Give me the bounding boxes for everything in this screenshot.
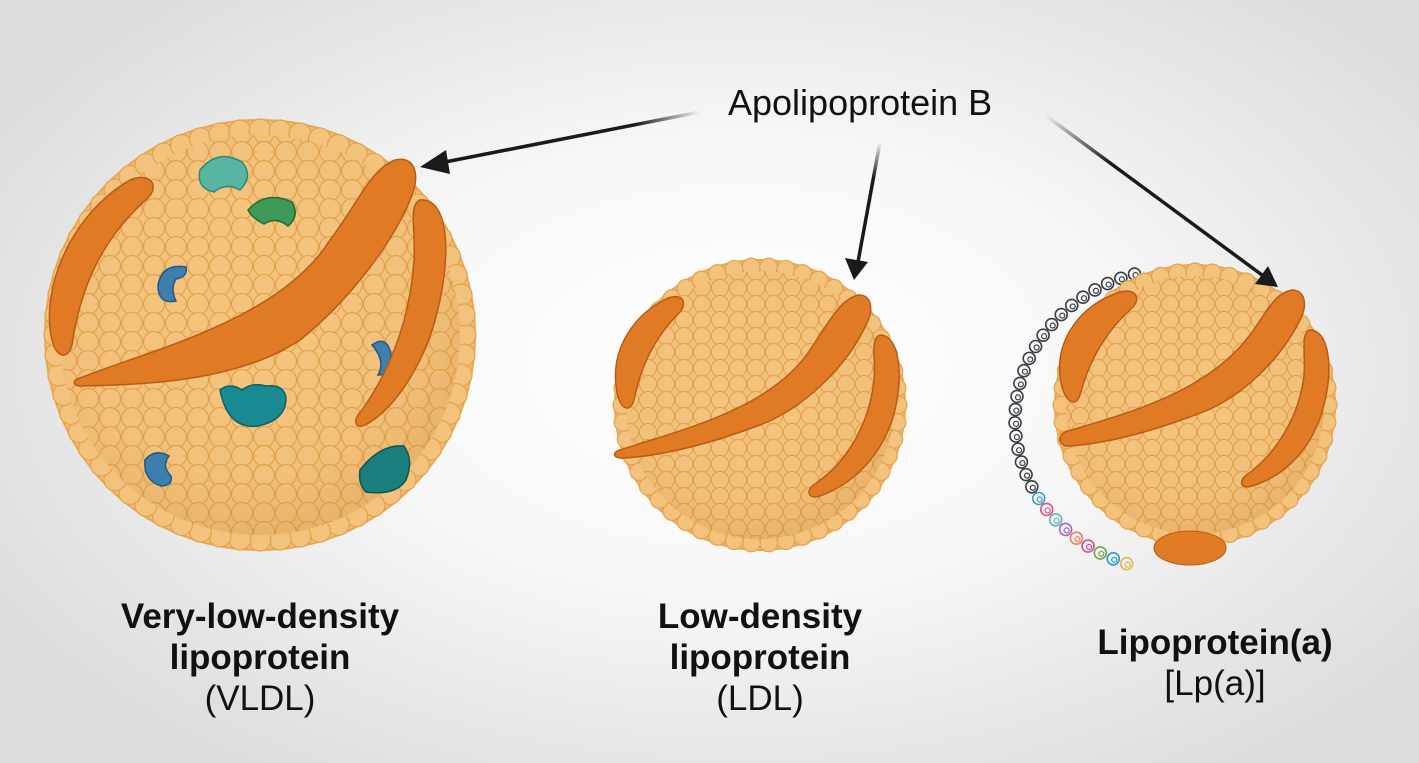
ldl-name-line-2: lipoprotein: [669, 637, 851, 677]
kringle-inner-loop: [1021, 368, 1029, 375]
kringle-loop: [1044, 317, 1059, 332]
ldl-name-line-1: Low-density: [657, 597, 863, 636]
kringle-loop: [1022, 351, 1037, 366]
kringle-loop: [1100, 276, 1115, 291]
kringle-loop: [1011, 442, 1025, 456]
vldl-abbreviation: (VLDL): [204, 678, 316, 718]
kringle-loop: [1119, 556, 1134, 571]
lpa-apob-band-left: [1058, 290, 1138, 403]
kringle-inner-loop: [1080, 295, 1088, 302]
kringle-inner-loop: [1013, 407, 1020, 414]
kringle-inner-loop: [1023, 472, 1031, 479]
vldl-protein-teal-1: [219, 383, 287, 428]
kringle-inner-loop: [1014, 394, 1022, 401]
kringle-inner-loop: [1098, 550, 1105, 558]
kringle-inner-loop: [1041, 333, 1048, 340]
kringle-inner-loop: [1049, 322, 1056, 329]
lpa-name-line-1: Lipoprotein(a): [1097, 623, 1333, 662]
lpa-protease-domain: [1153, 530, 1227, 566]
vldl-name-line-1: Very-low-density: [120, 597, 400, 636]
kringle-inner-loop: [1013, 433, 1021, 441]
vldl-apob-band-right: [355, 199, 447, 427]
kringle-inner-loop: [1074, 536, 1081, 543]
kringle-loop: [1017, 363, 1031, 378]
vldl-name-line-2: lipoprotein: [169, 637, 351, 677]
kringle-inner-loop: [1015, 447, 1023, 454]
ldl-apob-band-right: [808, 334, 900, 498]
kringle-loop: [1039, 502, 1054, 517]
kringle-loop: [1093, 546, 1108, 560]
lpa-apob-band-main: [1059, 289, 1306, 447]
kringle-inner-loop: [1017, 381, 1024, 388]
lpa-particle: [1008, 262, 1338, 571]
kringle-inner-loop: [1105, 281, 1112, 288]
apolipoprotein-b-label: Apolipoprotein B: [728, 82, 993, 123]
kringle-loop: [1081, 539, 1095, 553]
kringle-inner-loop: [1029, 484, 1036, 491]
kringle-loop: [1009, 429, 1023, 443]
kringle-inner-loop: [1085, 543, 1093, 551]
vldl-protein-aqua: [198, 155, 249, 193]
kringle-inner-loop: [1059, 312, 1066, 319]
ldl-abbreviation: (LDL): [716, 678, 804, 718]
lpa-abbreviation: [Lp(a)]: [1164, 663, 1266, 703]
vldl-particle: [43, 118, 477, 552]
arrow-to-ldl: [845, 141, 882, 280]
kringle-loop: [1088, 283, 1102, 297]
kringle-loop: [1106, 552, 1121, 566]
kringle-loop: [1048, 513, 1063, 527]
vldl-protein-teal-2: [358, 445, 411, 494]
kringle-inner-loop: [1036, 496, 1043, 503]
kringle-loop: [1036, 328, 1050, 342]
kringle-inner-loop: [1063, 527, 1070, 534]
vldl-apob-band-main: [73, 158, 417, 387]
apob-arrows[interactable]: [420, 110, 1278, 287]
kringle-loop: [1013, 376, 1027, 391]
kringle-loop: [1064, 298, 1079, 313]
kringle-loop: [1010, 389, 1024, 404]
kringle-inner-loop: [1111, 556, 1118, 563]
kringle-loop: [1058, 522, 1073, 537]
arrow-to-lpa: [1043, 113, 1278, 287]
vldl-protein-blue-3: [144, 452, 173, 487]
lpa-apob-band-right: [1240, 329, 1330, 488]
kringle-inner-loop: [1124, 561, 1131, 568]
kringle-loop: [1054, 307, 1069, 322]
kringle-inner-loop: [1044, 507, 1051, 514]
kringle-loop: [1025, 479, 1039, 494]
ldl-apob-band-left: [614, 295, 685, 409]
kringle-inner-loop: [1118, 276, 1125, 283]
vldl-protein-blue-1: [157, 265, 188, 303]
vldl-caption: Very-low-density lipoprotein (VLDL): [60, 597, 460, 720]
ldl-particle: [612, 257, 908, 553]
kringle-loop: [1008, 416, 1022, 430]
apolipoprotein-a-kringle-chain: [1008, 267, 1142, 571]
vldl-apob-band-left: [48, 176, 154, 356]
kringle-loop: [1008, 402, 1023, 417]
kringle-inner-loop: [1069, 303, 1076, 310]
kringle-inner-loop: [1012, 420, 1020, 427]
ldl-caption: Low-density lipoprotein (LDL): [580, 597, 940, 720]
kringle-loop: [1014, 455, 1029, 469]
kringle-inner-loop: [1027, 356, 1034, 363]
kringle-loop: [1076, 290, 1090, 305]
kringle-loop: [1069, 531, 1084, 545]
kringle-inner-loop: [1019, 459, 1026, 467]
arrow-to-vldl: [420, 110, 701, 174]
kringle-inner-loop: [1092, 287, 1100, 294]
kringle-loop: [1028, 339, 1043, 354]
kringle-inner-loop: [1053, 517, 1060, 524]
vldl-protein-green: [247, 196, 296, 227]
kringle-loop: [1019, 467, 1033, 482]
kringle-loop: [1031, 491, 1046, 506]
ldl-apob-band-main: [613, 294, 872, 459]
lpa-caption: Lipoprotein(a) [Lp(a)]: [1040, 623, 1390, 705]
kringle-inner-loop: [1033, 344, 1040, 351]
